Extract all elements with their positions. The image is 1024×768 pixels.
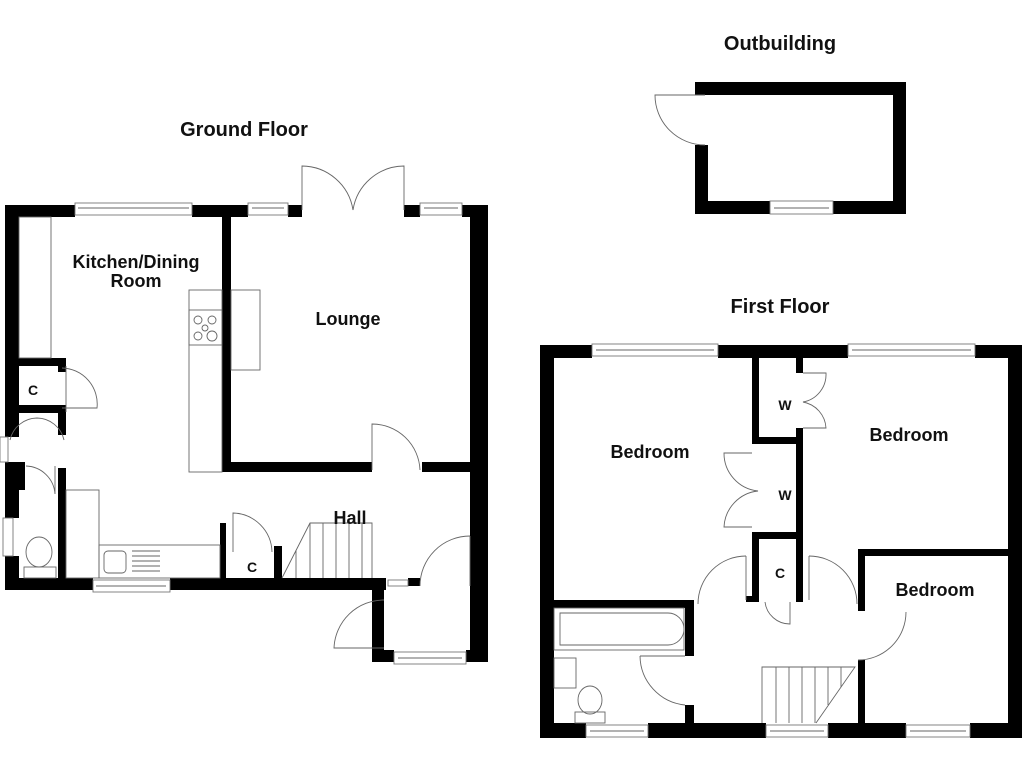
bedroom-1-label: Bedroom [610, 442, 689, 462]
landing-cupboard-label: C [775, 565, 785, 581]
first-floor-title: First Floor [731, 296, 830, 318]
hall-label: Hall [333, 508, 366, 528]
outbuilding-title: Outbuilding [724, 33, 836, 55]
wardrobe-2-label: W [778, 487, 792, 503]
kitchen-dining-label: Kitchen/Dining [73, 252, 200, 272]
bedroom-2-label: Bedroom [869, 425, 948, 445]
ground-floor-title: Ground Floor [180, 119, 308, 141]
kitchen-dining-label-2: Room [111, 271, 162, 291]
first-floor-plan [540, 343, 1022, 738]
outbuilding-plan [654, 82, 906, 215]
hall-cupboard-label: C [247, 559, 257, 575]
bedroom-3-label: Bedroom [895, 580, 974, 600]
kitchen-cupboard-label: C [28, 382, 38, 398]
lounge-label: Lounge [316, 309, 381, 329]
wardrobe-1-label: W [778, 397, 792, 413]
ground-floor-plan [0, 165, 488, 665]
